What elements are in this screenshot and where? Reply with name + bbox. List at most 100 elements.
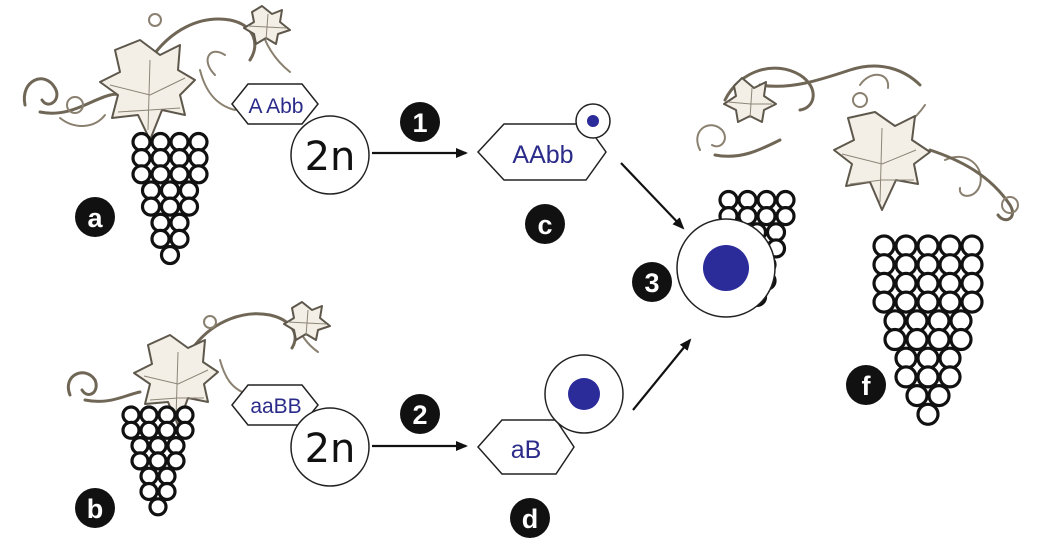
grape-berry <box>169 164 190 185</box>
grape-berry <box>178 196 200 217</box>
nucleus-icon <box>587 115 599 127</box>
grape-berry <box>916 271 940 295</box>
svg-text:d: d <box>522 504 539 534</box>
grape-berry <box>775 206 796 227</box>
grape-berry <box>169 228 190 249</box>
grape-berry <box>166 436 186 456</box>
grape-berry <box>130 436 150 456</box>
grape-berry <box>938 346 962 370</box>
svg-text:a: a <box>87 203 103 233</box>
grape-berry <box>131 164 152 185</box>
grape-berry <box>927 384 951 408</box>
badge-step-1: 1 <box>400 102 440 142</box>
grape-leaf-icon <box>243 5 291 45</box>
grape-berry <box>157 420 177 440</box>
grape-cluster-icon <box>872 234 984 426</box>
grape-berry <box>139 420 159 440</box>
grape-berry <box>175 420 195 440</box>
grape-berry <box>905 384 929 408</box>
grape-berry <box>157 466 177 486</box>
grape-berry <box>718 189 739 211</box>
grape-berry <box>916 346 940 370</box>
grape-berry <box>148 497 168 517</box>
grape-berry <box>960 253 984 277</box>
svg-text:2n: 2n <box>305 134 356 180</box>
grape-berry <box>756 189 777 211</box>
grape-berry <box>139 481 159 502</box>
grape-berry <box>905 327 929 352</box>
svg-text:A Abb: A Abb <box>249 95 304 118</box>
grape-plant-f <box>696 64 1019 426</box>
ploidy-circle-a: 2n <box>290 115 370 195</box>
svg-text:c: c <box>537 210 552 240</box>
svg-text:aB: aB <box>511 436 542 464</box>
grape-berry <box>927 327 951 352</box>
grape-berry <box>916 290 940 314</box>
grape-berry <box>883 309 907 333</box>
grape-berry <box>150 164 171 185</box>
grape-berry <box>169 131 190 153</box>
grape-berry <box>960 234 984 258</box>
grape-berry <box>157 405 177 425</box>
ploidy-circle-b: 2n <box>290 407 370 487</box>
grape-berry <box>737 189 758 211</box>
grape-berry <box>872 253 896 277</box>
grape-berry <box>938 271 962 295</box>
grape-leaf-icon <box>723 77 777 123</box>
grape-berry <box>949 309 973 333</box>
grape-berry <box>150 148 171 169</box>
grape-berry <box>756 206 777 227</box>
grape-berry <box>139 405 159 425</box>
grape-berry <box>916 253 940 277</box>
svg-text:2: 2 <box>412 400 427 430</box>
grape-berry <box>765 222 787 243</box>
svg-text:b: b <box>87 494 104 524</box>
grape-berry <box>169 212 190 233</box>
badge-b: b <box>75 488 115 528</box>
nucleus-icon <box>568 378 600 410</box>
grape-leaf-icon <box>283 301 331 341</box>
grape-berry <box>938 290 962 314</box>
badge-a: a <box>75 197 115 237</box>
grape-berry <box>894 271 918 295</box>
grape-berry <box>927 309 951 333</box>
grape-berry <box>872 271 896 295</box>
grape-berry <box>938 234 962 258</box>
svg-text:aaBB: aaBB <box>250 395 301 418</box>
grape-berry <box>175 405 195 425</box>
grape-berry <box>159 180 181 201</box>
arrow-c-to-zygote <box>620 162 685 230</box>
badge-step-2: 2 <box>400 394 440 434</box>
nucleus-icon <box>703 245 749 291</box>
svg-text:3: 3 <box>644 268 659 298</box>
grape-plant-b <box>66 301 331 517</box>
grape-berry <box>159 196 181 217</box>
grape-leaf-icon <box>99 39 196 141</box>
grape-berry <box>960 271 984 295</box>
gamete-c: AAbb <box>476 103 611 181</box>
grape-berry <box>960 290 984 314</box>
grape-berry <box>949 327 973 352</box>
grape-berry <box>916 365 940 389</box>
genotype-hexagon-a: A Abb <box>231 83 319 125</box>
grape-berry <box>131 148 152 169</box>
grape-berry <box>159 244 181 266</box>
grape-berry <box>188 131 209 153</box>
zygote-cell <box>676 218 776 318</box>
grape-berry <box>140 196 162 217</box>
grape-berry <box>775 189 796 211</box>
grape-berry <box>140 180 162 201</box>
grape-berry <box>894 234 918 258</box>
grape-berry <box>139 466 159 486</box>
badge-d: d <box>510 498 550 538</box>
grape-berry <box>130 451 150 471</box>
grape-berry <box>938 253 962 277</box>
grape-berry <box>150 131 171 153</box>
grape-berry <box>188 148 209 169</box>
grape-berry <box>894 290 918 314</box>
grape-berry <box>178 180 200 201</box>
grape-berry <box>916 402 940 426</box>
grape-berry <box>905 309 929 333</box>
grape-berry <box>872 234 896 258</box>
grape-berry <box>872 290 896 314</box>
